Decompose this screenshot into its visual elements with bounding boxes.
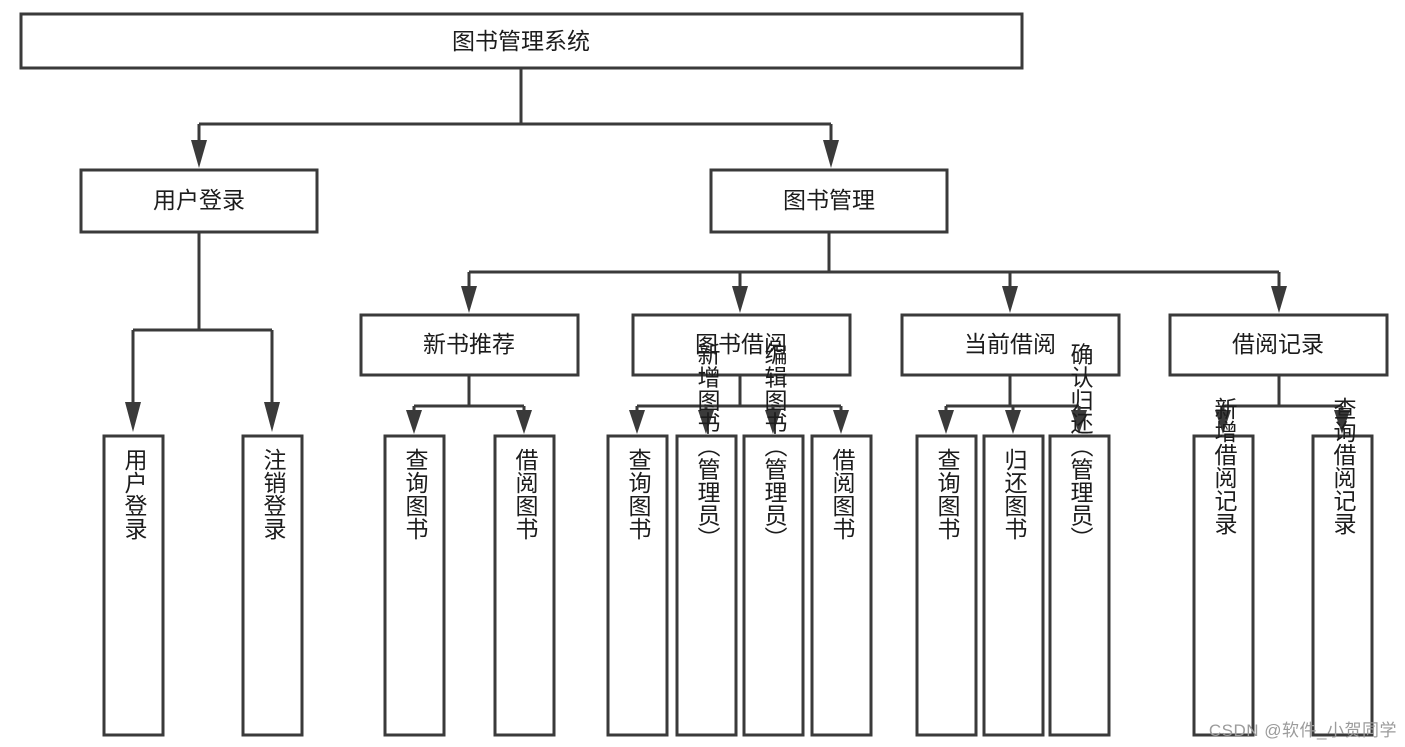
arrow-book-borrow-leaf-4 <box>833 410 849 434</box>
leaf-borrow-add-book-admin[interactable]: 新增图书（管理员） <box>675 343 738 737</box>
arrow-to-book-borrow <box>732 286 748 313</box>
arrow-book-borrow-leaf-3 <box>765 410 781 434</box>
leaf-records-add-record-box[interactable] <box>1192 434 1255 737</box>
leaf-user-login-login-box[interactable] <box>102 434 165 737</box>
arrow-current-borrow-leaf-2 <box>1005 410 1021 434</box>
leaf-current-query-book[interactable]: 查询图书 <box>915 434 978 737</box>
leaf-records-add-record-label: 新增借阅记录 <box>1211 397 1238 535</box>
leaf-borrow-borrow-book-box[interactable] <box>810 434 873 737</box>
node-new-book-recommend-box[interactable] <box>359 313 580 377</box>
leaf-borrow-query-book-box[interactable] <box>606 434 669 737</box>
node-user-login[interactable]: 用户登录 <box>79 168 319 234</box>
leaf-current-return-book-label: 归还图书 <box>1001 448 1028 540</box>
leaf-borrow-edit-book-admin[interactable]: 编辑图书（管理员） <box>742 343 805 737</box>
node-borrow-records-box[interactable] <box>1168 313 1389 377</box>
leaf-new-book-query-label: 查询图书 <box>402 448 429 540</box>
node-current-borrow-box[interactable] <box>900 313 1121 377</box>
csdn-watermark: CSDN @软件_小贺同学 <box>1208 721 1397 740</box>
arrow-user-login-leaf-1 <box>125 402 141 432</box>
arrow-new-book-leaf-1 <box>406 410 422 434</box>
node-new-book-recommend-label: 新书推荐 <box>423 331 515 357</box>
arrow-root-to-book-mgmt <box>823 140 839 168</box>
arrow-book-borrow-leaf-2 <box>698 410 714 434</box>
arrow-to-current-borrow <box>1002 286 1018 313</box>
leaf-current-query-book-label: 查询图书 <box>934 448 961 540</box>
leaf-records-add-record[interactable]: 新增借阅记录 <box>1192 397 1255 737</box>
node-book-borrow-box[interactable] <box>631 313 852 377</box>
leaf-borrow-borrow-book[interactable]: 借阅图书 <box>810 434 873 737</box>
leaf-borrow-edit-book-admin-label: 编辑图书（管理员） <box>761 343 788 550</box>
node-root-system-label: 图书管理系统 <box>452 28 590 54</box>
leaf-user-login-logout[interactable]: 注销登录 <box>241 434 304 737</box>
node-new-book-recommend[interactable]: 新书推荐 <box>359 313 580 377</box>
leaf-borrow-edit-book-admin-box[interactable] <box>742 434 805 737</box>
leaf-user-login-login[interactable]: 用户登录 <box>102 434 165 737</box>
leaf-current-query-book-box[interactable] <box>915 434 978 737</box>
leaf-user-login-logout-label: 注销登录 <box>260 448 287 540</box>
leaf-borrow-query-book[interactable]: 查询图书 <box>606 434 669 737</box>
leaf-user-login-login-label: 用户登录 <box>121 448 148 540</box>
leaf-records-query-record-box[interactable] <box>1311 434 1374 737</box>
node-book-management-label: 图书管理 <box>783 187 875 213</box>
leaf-current-confirm-return-admin-label: 确认归还（管理员） <box>1067 343 1094 550</box>
arrow-to-borrow-records <box>1271 286 1287 313</box>
leaf-new-book-query-box[interactable] <box>383 434 446 737</box>
leaf-borrow-query-book-label: 查询图书 <box>625 448 652 540</box>
arrow-borrow-records-leaf-2 <box>1334 410 1350 434</box>
leaf-user-login-logout-box[interactable] <box>241 434 304 737</box>
leaf-current-return-book[interactable]: 归还图书 <box>982 434 1045 737</box>
arrow-current-borrow-leaf-3 <box>1071 410 1087 434</box>
leaf-current-confirm-return-admin[interactable]: 确认归还（管理员） <box>1048 343 1111 737</box>
arrow-new-book-leaf-2 <box>516 410 532 434</box>
leaf-new-book-borrow[interactable]: 借阅图书 <box>493 434 556 737</box>
leaf-current-return-book-box[interactable] <box>982 434 1045 737</box>
leaf-current-confirm-return-admin-box[interactable] <box>1048 434 1111 737</box>
connector-group <box>125 68 1350 434</box>
node-book-borrow-label: 图书借阅 <box>695 331 787 357</box>
node-borrow-records-label: 借阅记录 <box>1232 331 1324 357</box>
arrow-root-to-user-login <box>191 140 207 168</box>
node-book-management[interactable]: 图书管理 <box>709 168 949 234</box>
arrow-user-login-leaf-2 <box>264 402 280 432</box>
node-user-login-box[interactable] <box>79 168 319 234</box>
arrow-book-borrow-leaf-1 <box>629 410 645 434</box>
arrow-to-new-book <box>461 286 477 313</box>
node-current-borrow-label: 当前借阅 <box>964 331 1056 357</box>
leaf-records-query-record[interactable]: 查询借阅记录 <box>1311 397 1374 737</box>
leaf-new-book-borrow-box[interactable] <box>493 434 556 737</box>
leaf-borrow-borrow-book-label: 借阅图书 <box>829 448 856 540</box>
node-current-borrow[interactable]: 当前借阅 <box>900 313 1121 377</box>
node-root-system-box[interactable] <box>19 12 1024 70</box>
node-borrow-records[interactable]: 借阅记录 <box>1168 313 1389 377</box>
node-root-system[interactable]: 图书管理系统 <box>19 12 1024 70</box>
leaf-borrow-add-book-admin-box[interactable] <box>675 434 738 737</box>
leaf-new-book-borrow-label: 借阅图书 <box>512 448 539 540</box>
arrow-borrow-records-leaf-1 <box>1215 410 1231 434</box>
node-book-management-box[interactable] <box>709 168 949 234</box>
leaf-records-query-record-label: 查询借阅记录 <box>1330 397 1357 535</box>
arrow-current-borrow-leaf-1 <box>938 410 954 434</box>
node-user-login-label: 用户登录 <box>153 187 245 213</box>
leaf-borrow-add-book-admin-label: 新增图书（管理员） <box>694 343 721 550</box>
leaf-new-book-query[interactable]: 查询图书 <box>383 434 446 737</box>
node-book-borrow[interactable]: 图书借阅 <box>631 313 852 377</box>
